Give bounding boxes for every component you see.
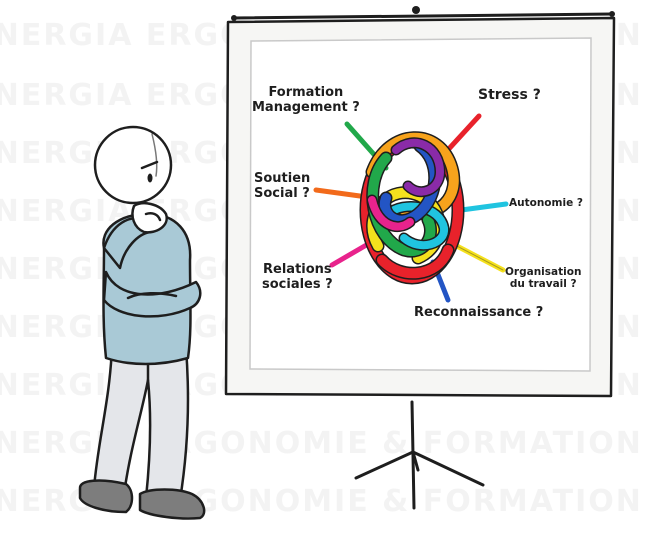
label-organisation-travail: Organisation du travail ? bbox=[505, 266, 582, 291]
label-stress: Stress ? bbox=[478, 87, 541, 103]
label-autonomie: Autonomie ? bbox=[509, 197, 583, 209]
tripod-stand bbox=[354, 400, 485, 510]
left-shoe bbox=[78, 479, 134, 514]
label-soutien-social: Soutien Social ? bbox=[254, 171, 311, 201]
thinking-person bbox=[78, 125, 206, 520]
ray-red bbox=[443, 113, 482, 155]
label-reconnaissance: Reconnaissance ? bbox=[414, 305, 544, 320]
label-relations-sociales: Relations sociales ? bbox=[262, 262, 333, 292]
hand bbox=[131, 202, 168, 234]
right-shoe bbox=[138, 488, 206, 520]
screen-top-bar bbox=[231, 6, 615, 21]
pants bbox=[92, 344, 190, 502]
ray-yellow-outline bbox=[452, 243, 504, 271]
head bbox=[93, 125, 173, 205]
ray-yellow bbox=[450, 241, 506, 273]
eyebrow bbox=[140, 160, 159, 170]
tangled-knot bbox=[359, 131, 465, 285]
eye bbox=[147, 173, 153, 183]
label-formation-management: Formation Management ? bbox=[252, 85, 360, 115]
